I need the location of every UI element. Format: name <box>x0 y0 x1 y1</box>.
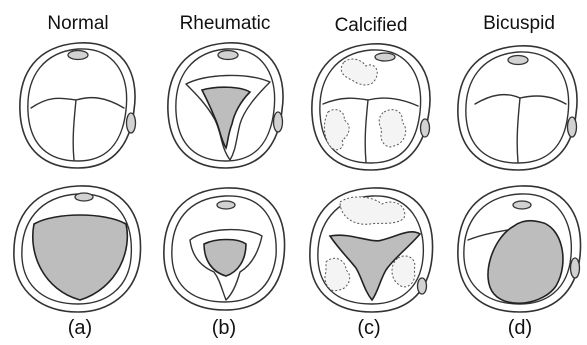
normal-valve-closed <box>20 43 136 168</box>
normal-valve-open <box>14 186 141 312</box>
title-calcified: Calcified <box>335 15 408 36</box>
calcified-valve-closed <box>312 44 430 170</box>
bicuspid-valve-closed <box>458 46 577 170</box>
label-b: (b) <box>212 317 236 339</box>
title-normal: Normal <box>47 13 108 34</box>
title-rheumatic: Rheumatic <box>180 13 271 34</box>
bicuspid-valve-open <box>458 186 581 312</box>
title-bicuspid: Bicuspid <box>483 13 555 34</box>
rheumatic-valve-open <box>164 188 285 310</box>
rheumatic-valve-closed <box>168 43 283 168</box>
label-a: (a) <box>68 317 92 339</box>
label-c: (c) <box>357 317 380 339</box>
label-d: (d) <box>508 317 532 339</box>
calcified-valve-open <box>310 188 433 312</box>
